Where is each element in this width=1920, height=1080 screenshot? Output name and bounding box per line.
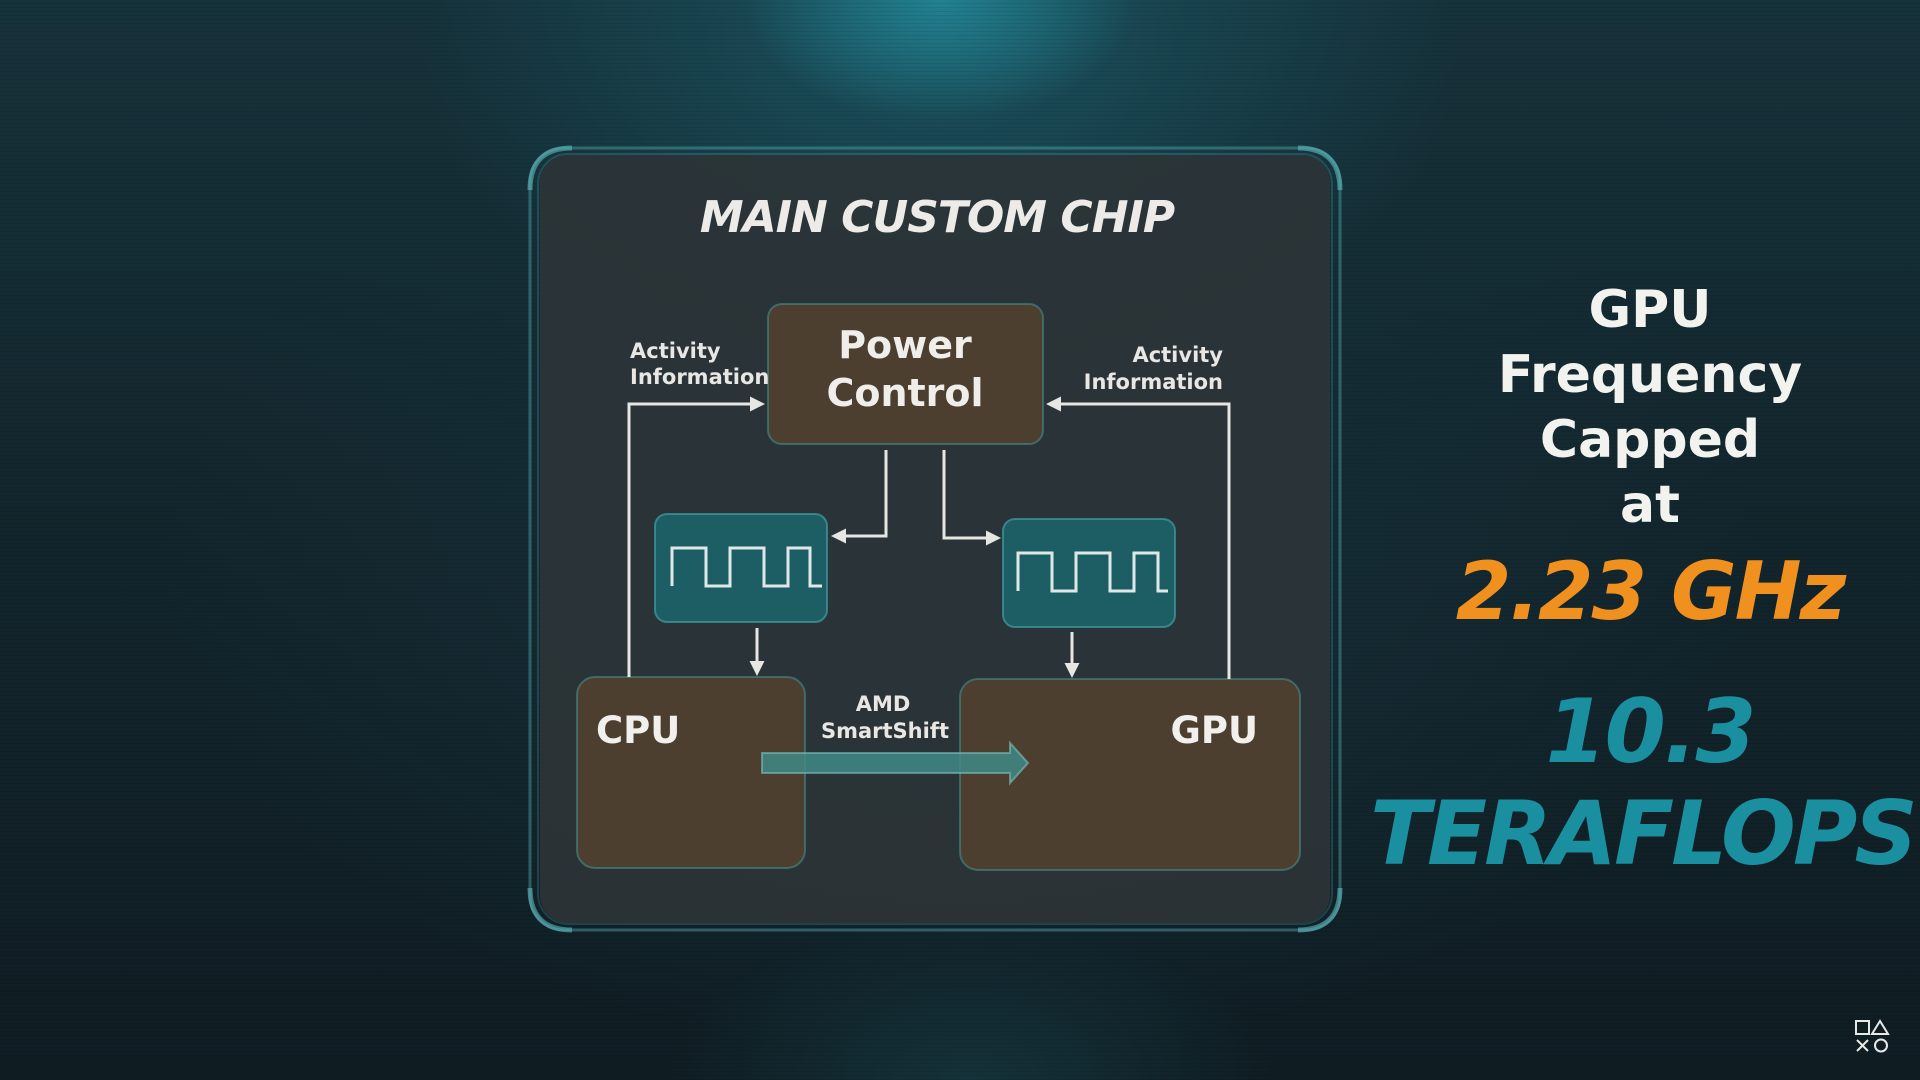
smartshift-label-line2: SmartShift — [821, 719, 949, 743]
activity-label-right-line2: Information — [1084, 370, 1223, 394]
smartshift-label-line1: AMD — [856, 692, 911, 716]
caption-line: Frequency — [1497, 345, 1803, 405]
arrow-power-to-cpu-clock — [831, 450, 888, 544]
smartshift-arrow — [761, 740, 1030, 786]
flow-arrows — [627, 396, 1231, 679]
diagram-title: MAIN CUSTOM CHIP — [700, 192, 1175, 243]
activity-label-left-line2: Information — [630, 365, 769, 389]
clock-wave-icon — [670, 546, 822, 588]
clock-wave-icon — [1016, 551, 1168, 593]
gpu-label: GPU — [1170, 709, 1258, 752]
teraflops-number: 10.3 — [1545, 680, 1756, 783]
arrow-cpu-activity-to-power — [627, 396, 765, 677]
arrow-gpu-activity-to-power — [1046, 396, 1231, 679]
playstation-shapes-icon — [1855, 1019, 1890, 1053]
activity-label-left-line1: Activity — [630, 339, 721, 363]
cpu-box: CPU — [576, 676, 806, 869]
cpu-clock-box — [654, 513, 828, 623]
gpu-frequency-caption: GPU Frequency Capped at — [1440, 278, 1860, 538]
arrow-power-to-gpu-clock — [942, 450, 1001, 546]
frequency-value: 2.23 GHz — [1455, 545, 1846, 638]
power-control-label-line1: Power — [838, 323, 972, 367]
gpu-clock-box — [1002, 518, 1176, 628]
caption-line: GPU — [1588, 280, 1712, 340]
caption-line: at — [1620, 475, 1680, 535]
gpu-box: GPU — [959, 678, 1301, 871]
teraflops-unit: TERAFLOPS — [1370, 782, 1918, 885]
activity-label-right-line1: Activity — [1132, 343, 1223, 367]
caption-line: Capped — [1539, 410, 1761, 470]
cpu-label: CPU — [596, 709, 680, 752]
power-control-box: Power Control — [767, 303, 1044, 445]
power-control-label-line2: Control — [826, 371, 983, 415]
